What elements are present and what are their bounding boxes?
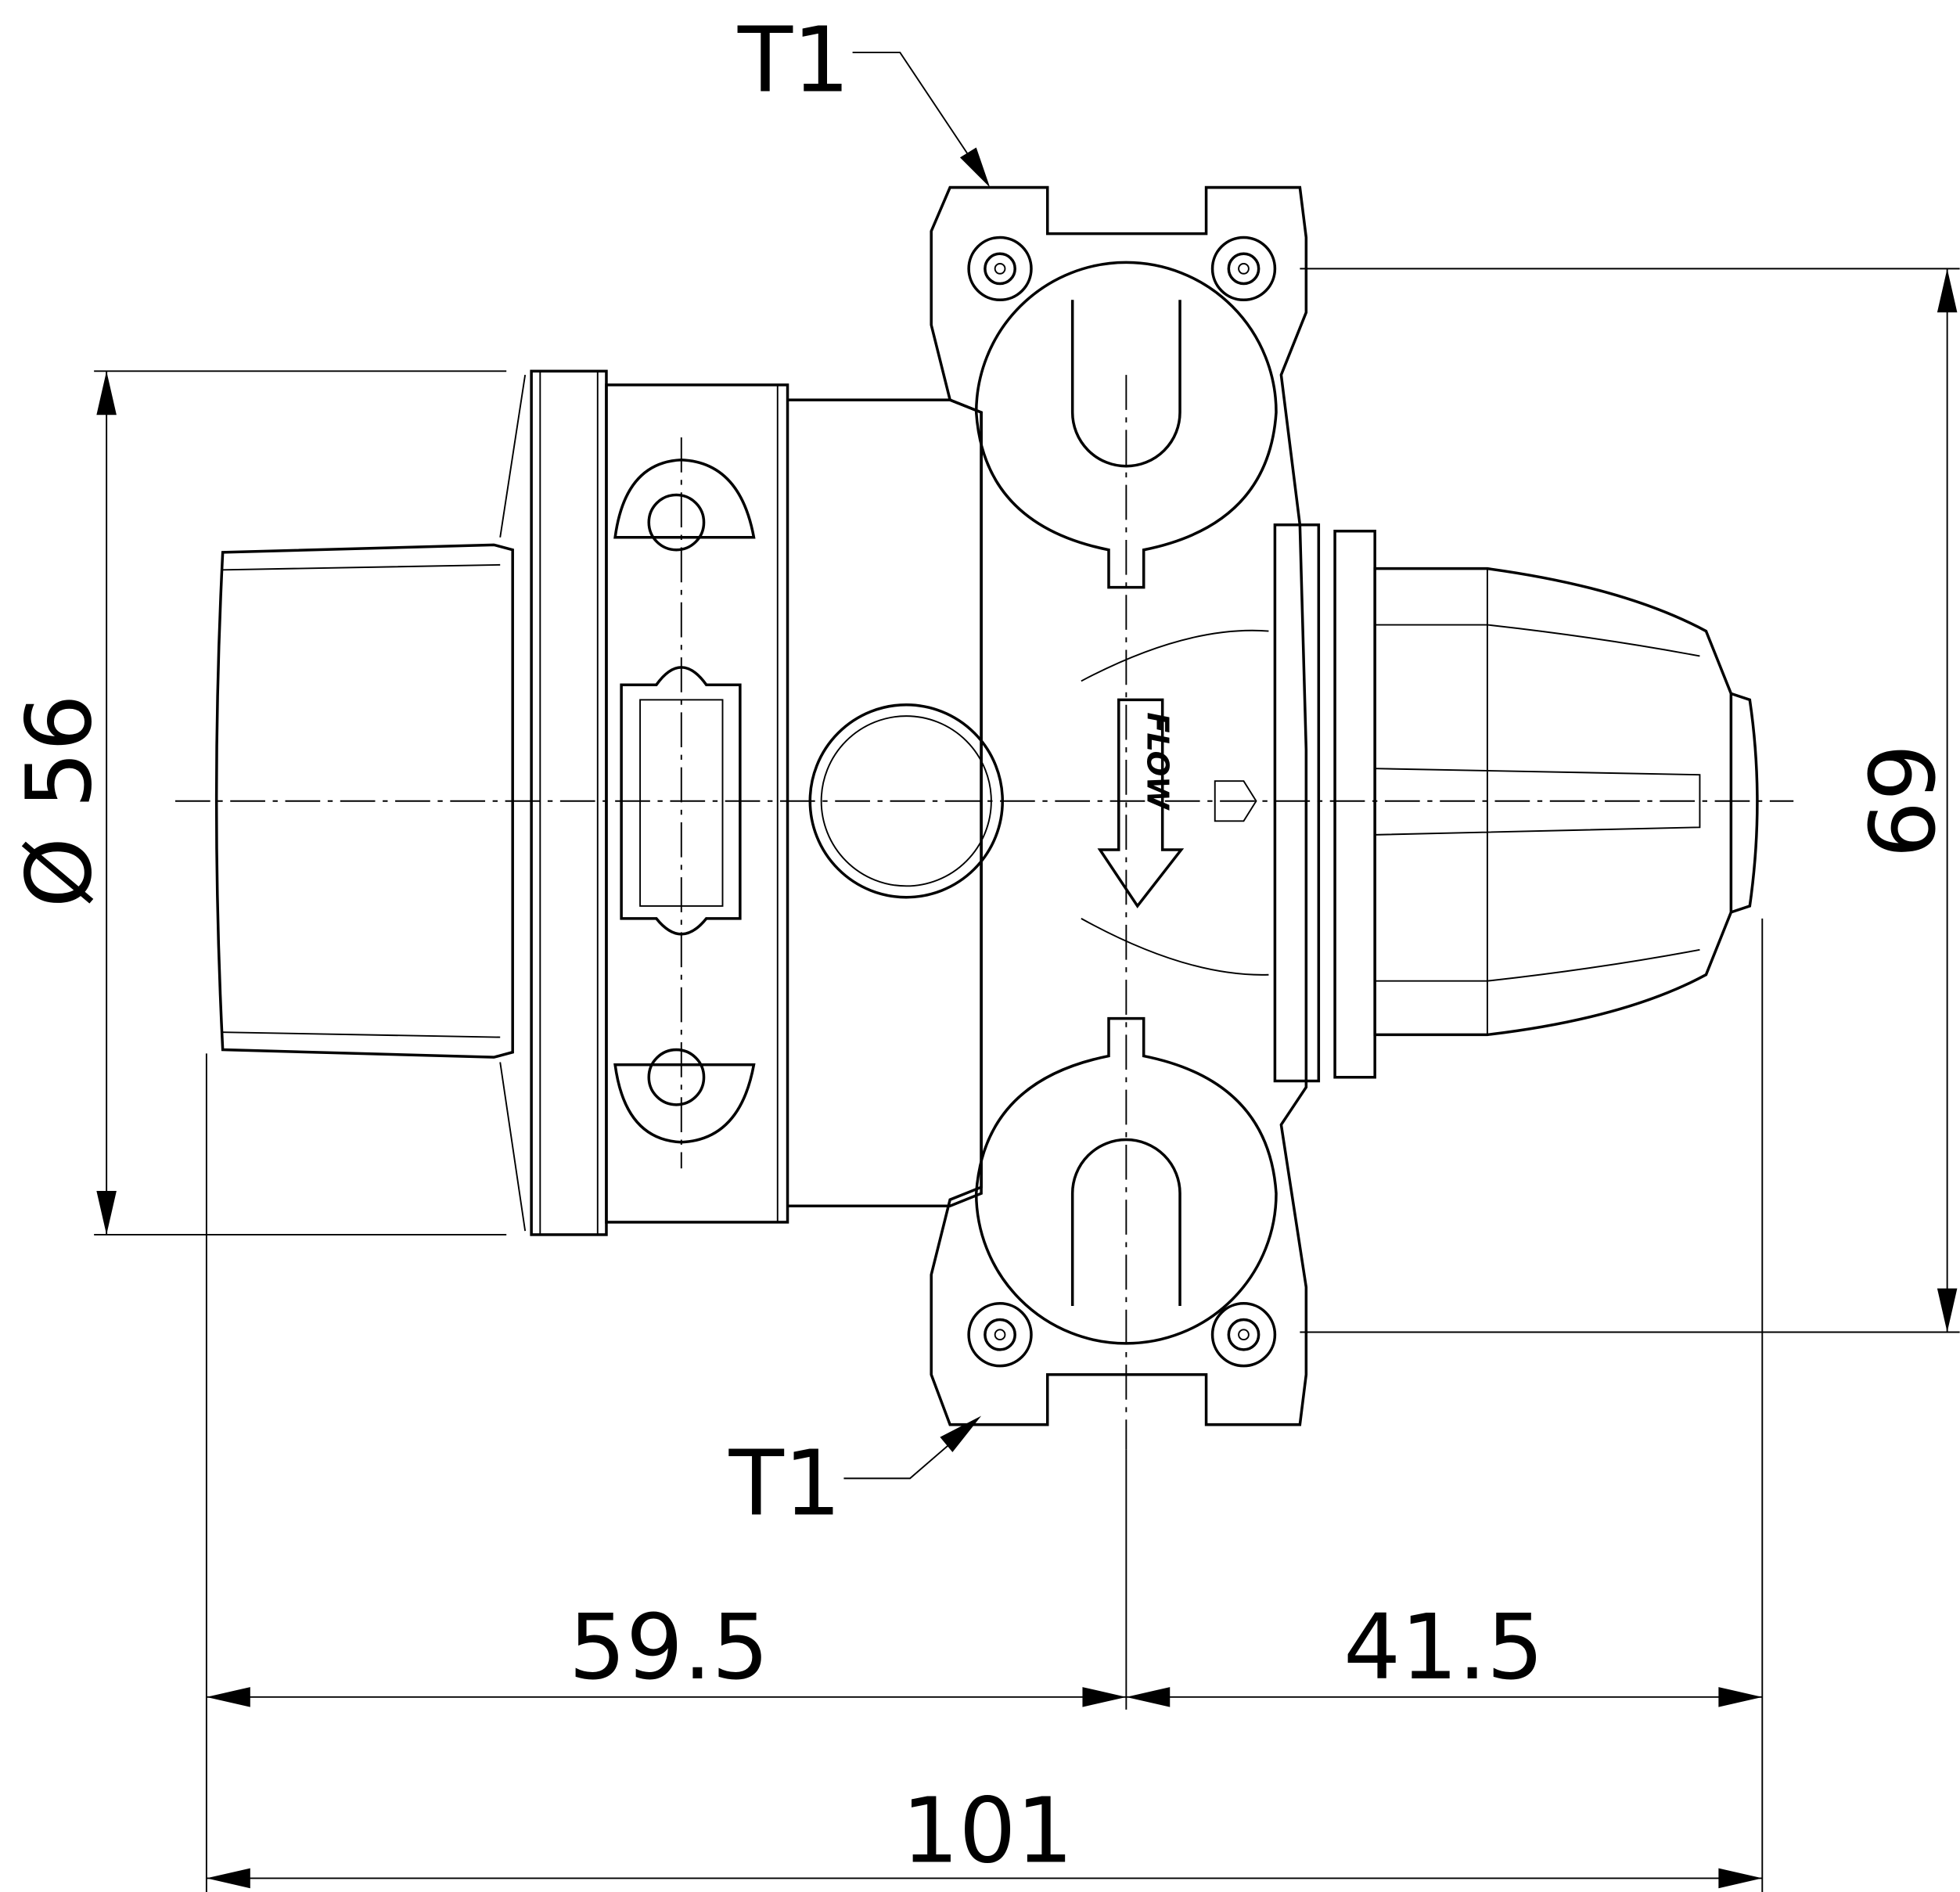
- screws: [967, 236, 1277, 1368]
- dimension-lengths: 59.5 41.5 101: [205, 918, 1764, 1892]
- flange: [530, 369, 608, 1236]
- pipe-clip-housing: [930, 185, 1321, 1426]
- handle-knob: [214, 374, 527, 1232]
- dimension-diameter: Ø 56: [7, 370, 507, 1236]
- diameter-label: Ø 56: [7, 694, 112, 908]
- dimension-height: 69: [1300, 268, 1960, 1333]
- callout-bottom-label: T1: [728, 1432, 841, 1537]
- flow-indicator: FLOW: [1097, 698, 1185, 908]
- callout-bottom: T1: [728, 1415, 982, 1537]
- centerlines: [174, 375, 1794, 1450]
- right-length-label: 41.5: [1343, 1595, 1544, 1700]
- screw-icon: [967, 236, 1033, 302]
- overall-length-label: 101: [901, 1779, 1073, 1884]
- height-label: 69: [1847, 744, 1951, 858]
- callout-top-label: T1: [737, 9, 850, 113]
- callout-top: T1: [737, 9, 991, 188]
- pipe-connector-nut: [1333, 530, 1759, 1079]
- left-length-label: 59.5: [569, 1595, 769, 1700]
- valve-body: [605, 383, 1005, 1224]
- screw-icon: [967, 1302, 1033, 1368]
- screw-icon: [1210, 236, 1277, 302]
- flow-label: FLOW: [1140, 712, 1175, 811]
- screw-icon: [1210, 1302, 1277, 1368]
